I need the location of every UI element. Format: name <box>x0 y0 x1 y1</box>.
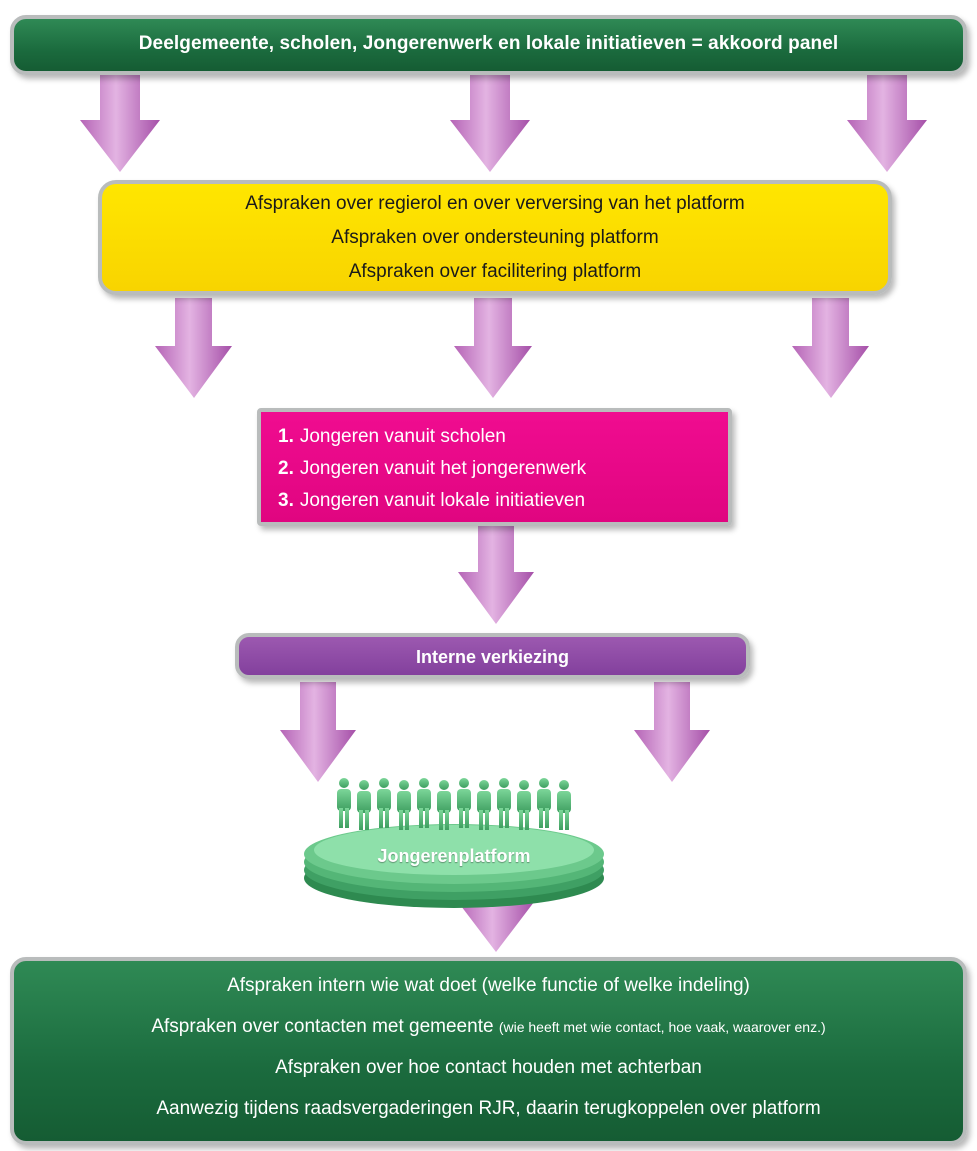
item-number: 3. <box>278 490 294 511</box>
line-text: Afspraken over hoe contact houden met ac… <box>275 1057 702 1078</box>
item-number: 2. <box>278 458 294 479</box>
item-label: Jongeren vanuit scholen <box>299 426 506 447</box>
item-label: Jongeren vanuit het jongerenwerk <box>299 458 587 479</box>
arrow-down-icon <box>80 72 160 172</box>
line-text: Afspraken over contacten met gemeente <box>151 1016 494 1037</box>
arrow-down-icon <box>280 682 356 782</box>
arrow-down-icon <box>634 682 710 782</box>
agreement-line: Afspraken over facilitering platform <box>348 261 642 282</box>
agreements-box: Afspraken over regierol en over verversi… <box>98 180 892 295</box>
internal-agreement-line: Afspraken over contacten met gemeente (w… <box>14 1016 963 1038</box>
line-text: Afspraken intern wie wat doet (welke fun… <box>227 975 750 996</box>
arrow-down-icon <box>792 298 869 398</box>
agreement-line: Afspraken over ondersteuning platform <box>331 227 659 248</box>
internal-agreements-box: Afspraken intern wie wat doet (welke fun… <box>10 957 967 1145</box>
line-note: (wie heeft met wie contact, hoe vaak, wa… <box>498 1019 826 1035</box>
youth-source-item: 2.Jongeren vanuit het jongerenwerk <box>278 458 586 480</box>
internal-agreement-line: Afspraken intern wie wat doet (welke fun… <box>14 975 963 997</box>
internal-agreement-line: Afspraken over hoe contact houden met ac… <box>14 1057 963 1079</box>
youth-sources-box: 1.Jongeren vanuit scholen 2.Jongeren van… <box>257 408 732 526</box>
line-text: Aanwezig tijdens raadsvergaderingen RJR,… <box>156 1098 821 1119</box>
election-label: Interne verkiezing <box>415 647 570 667</box>
platform-disc-icon <box>304 824 604 908</box>
youth-source-item: 1.Jongeren vanuit scholen <box>278 426 506 448</box>
people-group-icon <box>337 778 571 830</box>
arrow-down-icon <box>458 895 534 952</box>
arrow-down-icon <box>847 72 927 172</box>
arrow-down-icon <box>458 526 534 624</box>
arrow-down-icon <box>155 298 232 398</box>
arrow-down-icon <box>450 72 530 172</box>
panel-header-title: Deelgemeente, scholen, Jongerenwerk en l… <box>138 33 839 54</box>
youth-source-item: 3.Jongeren vanuit lokale initiatieven <box>278 490 585 512</box>
item-number: 1. <box>278 426 294 447</box>
item-label: Jongeren vanuit lokale initiatieven <box>299 490 586 511</box>
panel-header-box: Deelgemeente, scholen, Jongerenwerk en l… <box>10 15 967 75</box>
election-box: Interne verkiezing <box>235 633 750 679</box>
arrow-down-icon <box>454 298 532 398</box>
internal-agreement-line: Aanwezig tijdens raadsvergaderingen RJR,… <box>14 1098 963 1120</box>
platform-label: Jongerenplatform <box>377 846 531 866</box>
agreement-line: Afspraken over regierol en over verversi… <box>245 193 745 214</box>
